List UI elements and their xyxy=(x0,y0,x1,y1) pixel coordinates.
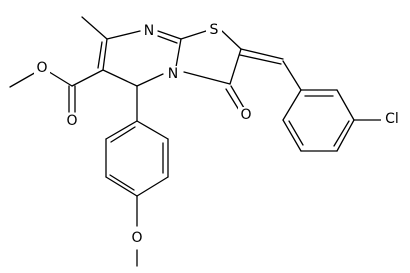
bond-c6-c7 xyxy=(102,38,108,71)
atom-n-fused: N xyxy=(168,66,178,82)
bond-ester-c xyxy=(71,69,104,87)
bond-mp-1 xyxy=(136,120,169,140)
atom-cl: Cl xyxy=(385,111,399,127)
bond-c7-methyl xyxy=(81,16,108,40)
bonds xyxy=(9,16,383,267)
bond-methyl-ester xyxy=(9,70,39,88)
bond-mp-3 xyxy=(136,176,169,197)
atom-o-ester-single: O xyxy=(36,60,47,76)
bond-mp-4 xyxy=(105,176,138,197)
bond-mp-inner-2 xyxy=(109,174,135,191)
bond-c3-n4 xyxy=(183,71,231,85)
bond-cp-inner-2 xyxy=(333,120,350,147)
bond-s-c2 xyxy=(221,30,242,50)
bond-c3-o-1 xyxy=(230,85,245,109)
bond-c3-o-2 xyxy=(225,88,240,111)
bond-c5-c6 xyxy=(102,69,138,87)
bond-mp-inner-3 xyxy=(110,126,136,143)
bond-c7-n xyxy=(106,30,141,40)
bond-c6-c7-inner xyxy=(97,41,103,69)
atom-o-ester-double: O xyxy=(66,113,77,129)
bond-c8a-s xyxy=(180,30,207,40)
bond-cp-inner-3 xyxy=(288,120,304,146)
atom-labels: O O N N S O Cl O xyxy=(34,22,403,246)
atom-s: S xyxy=(210,22,219,38)
bond-cp-6 xyxy=(282,89,302,121)
bond-mp-6 xyxy=(105,120,138,140)
bond-n-c8a-inner xyxy=(157,35,178,44)
bond-c8a-n4 xyxy=(175,38,182,68)
bond-exo-2 xyxy=(239,54,282,65)
bond-cp-5 xyxy=(282,119,302,152)
bond-n-c8a xyxy=(157,30,182,40)
bond-exo-1 xyxy=(240,48,284,60)
bond-c2-c3 xyxy=(229,48,242,85)
bond-o-ester xyxy=(45,69,73,87)
bond-cp-3 xyxy=(336,119,355,152)
atom-o-methoxy: O xyxy=(131,230,142,246)
atom-n-imine: N xyxy=(144,23,154,39)
bond-n4-c5 xyxy=(136,73,164,87)
bond-ch-aryl xyxy=(282,60,302,91)
bond-cp-2 xyxy=(336,89,355,121)
atom-o-keto: O xyxy=(240,107,251,123)
